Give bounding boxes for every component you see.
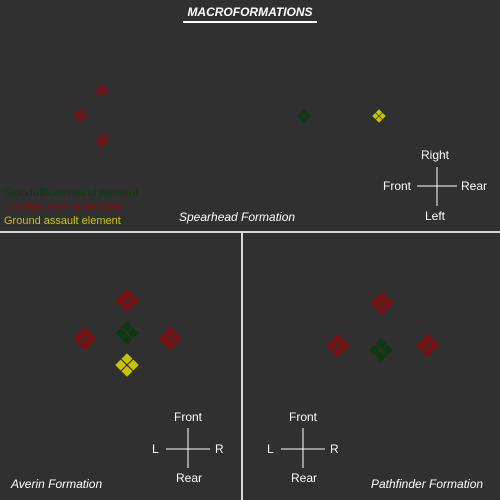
spearhead-combat-unit-middle (73, 108, 87, 122)
pathfinder-compass-top: Front (289, 410, 318, 424)
spearhead-compass-top: Right (421, 148, 450, 162)
spearhead-compass-left: Front (383, 179, 412, 193)
spearhead-caption: Spearhead Formation (179, 210, 296, 224)
legend-ground-label: Ground assault element (4, 215, 121, 227)
pathfinder-combat-unit-top (370, 291, 394, 315)
averin-standoff-unit (115, 321, 139, 345)
averin-compass-bottom: Rear (176, 471, 203, 485)
averin-combat-unit-top (115, 288, 139, 312)
pathfinder-caption: Pathfinder Formation (371, 477, 484, 491)
averin-ground-unit (115, 353, 139, 377)
legend-combat-label: Combat assault element (4, 201, 123, 213)
spearhead-ground-unit (372, 109, 386, 123)
spearhead-compass-bottom: Left (425, 209, 446, 223)
averin-caption: Averin Formation (11, 477, 103, 491)
legend-standoff-label: Standoff/command element (4, 187, 139, 199)
legend-ground: Ground assault element (4, 215, 121, 227)
averin-combat-unit-left (73, 326, 97, 350)
pathfinder-compass-left: L (267, 442, 274, 456)
pathfinder-standoff-unit (369, 338, 393, 362)
title-underline (183, 21, 317, 23)
spearhead-combat-unit-bottom (95, 133, 109, 147)
spearhead-standoff-unit (297, 109, 311, 123)
page-title: MACROFORMATIONS (187, 5, 313, 19)
averin-compass-right: R (215, 442, 224, 456)
averin-compass-left: L (152, 442, 159, 456)
legend-standoff: Standoff/command element (4, 187, 138, 199)
horizontal-divider (0, 231, 500, 233)
legend-combat: Combat assault element (4, 201, 123, 213)
pathfinder-combat-unit-right (416, 333, 440, 357)
pathfinder-combat-unit-left (326, 333, 350, 357)
pathfinder-compass-bottom: Rear (291, 471, 318, 485)
pathfinder-compass-right: R (330, 442, 339, 456)
spearhead-compass-right: Rear (461, 179, 488, 193)
averin-compass-top: Front (174, 410, 203, 424)
spearhead-combat-unit-top (95, 83, 109, 97)
averin-combat-unit-right (158, 326, 182, 350)
vertical-divider (241, 233, 243, 500)
